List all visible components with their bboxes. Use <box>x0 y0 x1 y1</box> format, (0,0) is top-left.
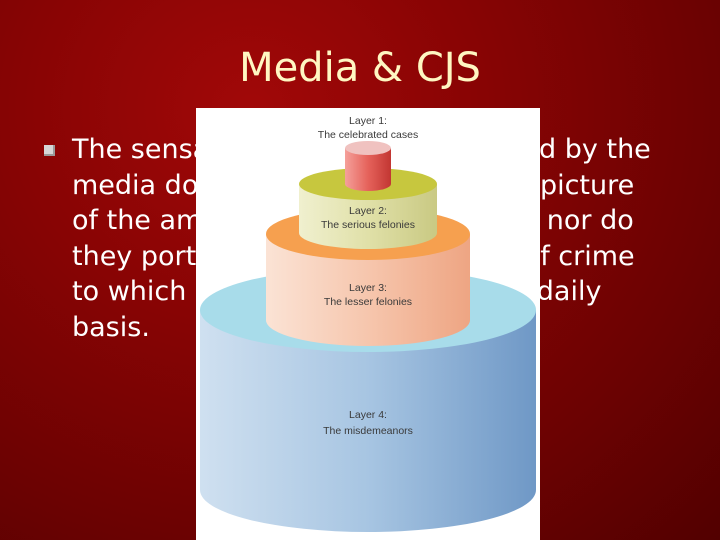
layer-2-title: Layer 2: <box>349 205 387 217</box>
wedding-cake-diagram: Layer 1: The celebrated cases Layer 2: T… <box>196 108 540 540</box>
layer-4-title: Layer 4: <box>349 409 387 421</box>
layer-1-top <box>345 141 391 155</box>
layer-3-label: The lesser felonies <box>324 296 412 308</box>
slide-title: Media & CJS <box>0 40 720 96</box>
bullet-square-icon <box>44 145 55 156</box>
layer-1-title: Layer 1: <box>349 115 387 127</box>
layer-4-label: The misdemeanors <box>323 425 413 437</box>
layer-1-tier <box>345 141 391 191</box>
wedding-cake-figure: Layer 1: The celebrated cases Layer 2: T… <box>196 108 540 540</box>
layer-3-title: Layer 3: <box>349 282 387 294</box>
layer-2-label: The serious felonies <box>321 219 415 231</box>
layer-1-label: The celebrated cases <box>318 129 418 141</box>
